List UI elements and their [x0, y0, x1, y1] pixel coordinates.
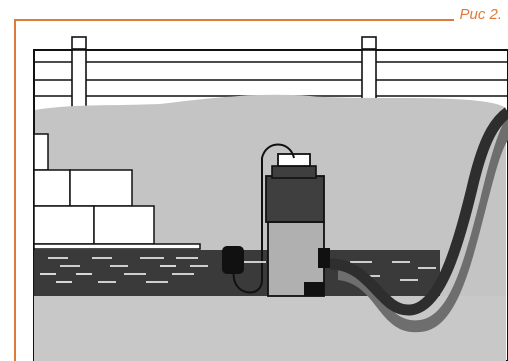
discharge-hose	[329, 107, 508, 316]
figure-frame-top-border	[14, 19, 454, 21]
hose-shadow	[338, 116, 508, 333]
basement-floor	[34, 296, 506, 361]
figure-frame-left-border	[14, 19, 16, 361]
submersible-pump	[265, 153, 330, 297]
float-switch	[222, 143, 295, 294]
wall-blocks	[33, 133, 201, 250]
figure-caption: Рис 2.	[459, 6, 502, 23]
